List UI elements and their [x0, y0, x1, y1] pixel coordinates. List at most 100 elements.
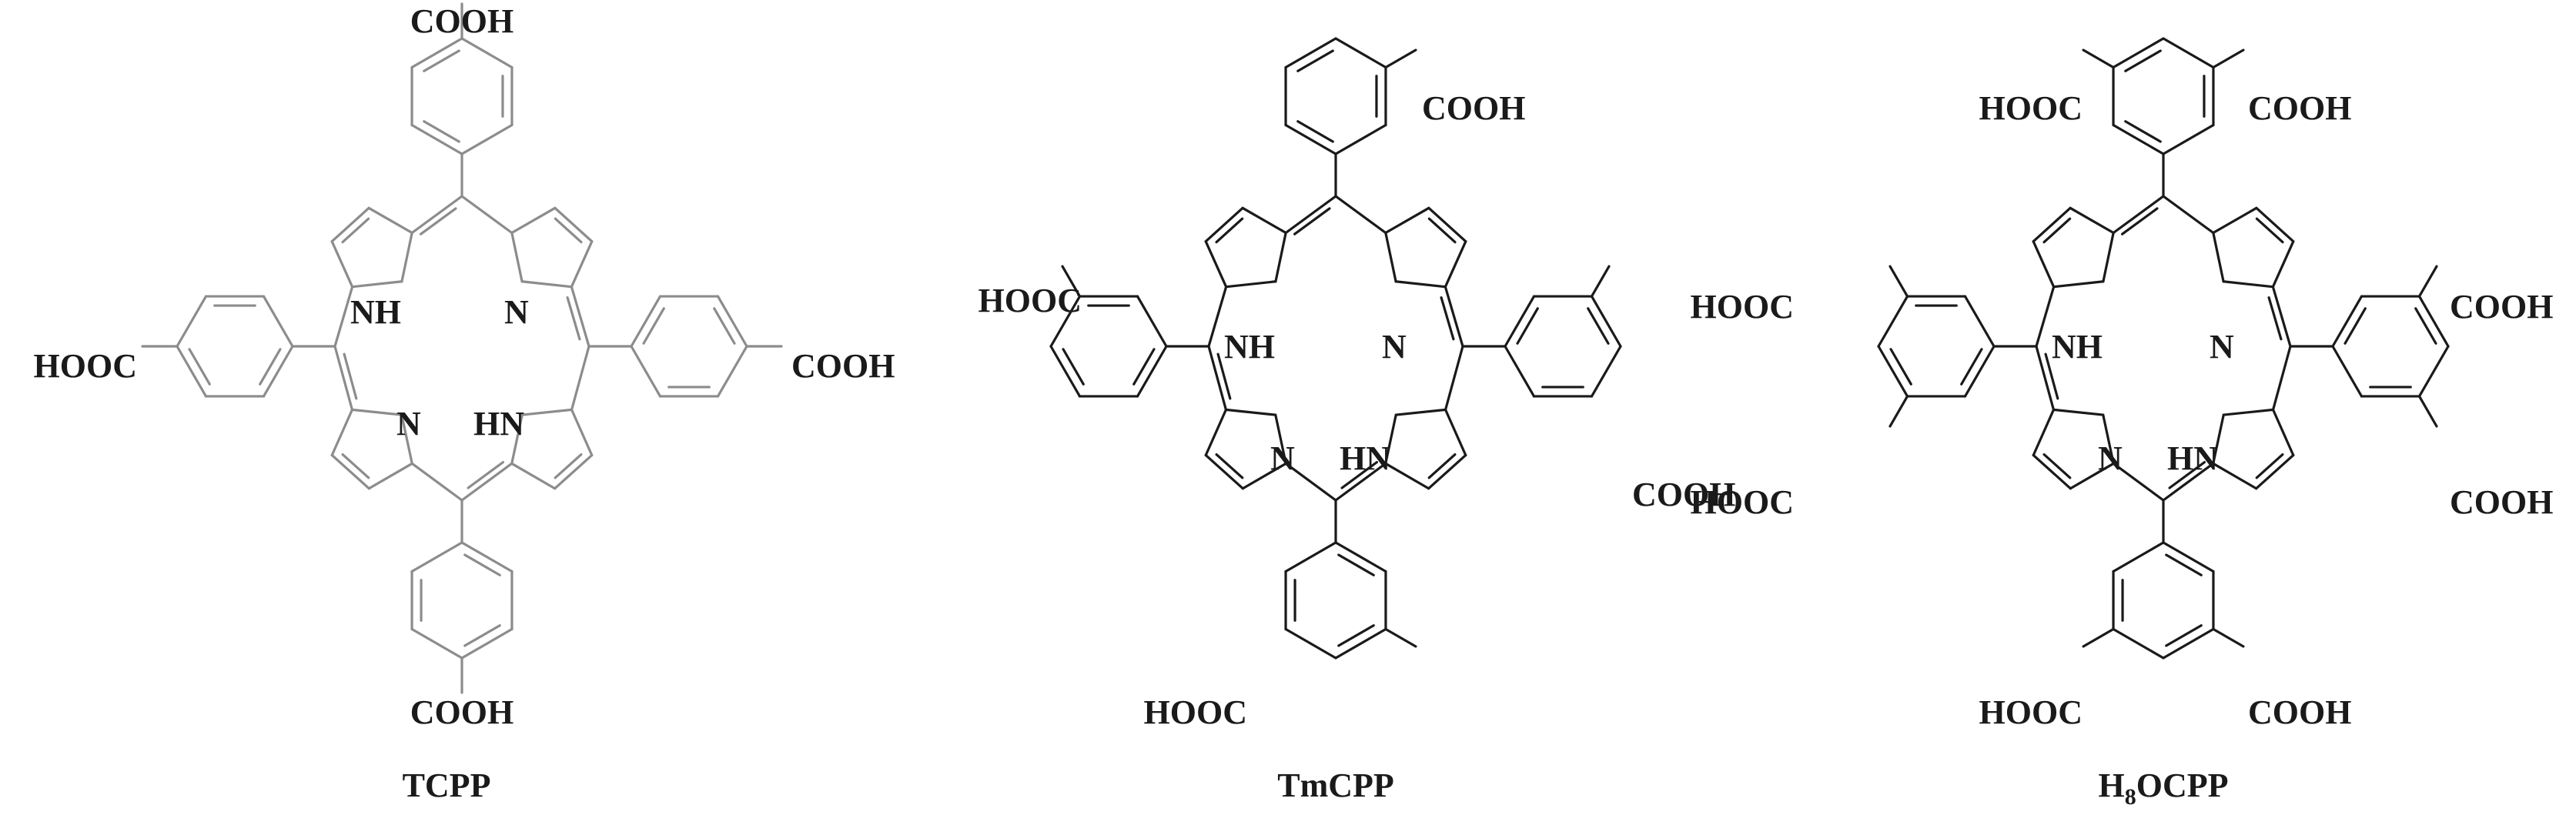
h8ocpp-hooc-top-left: HOOC [1979, 89, 2083, 127]
double-bond [642, 307, 665, 345]
ring-bond [410, 123, 463, 155]
pyrrole-bond [1394, 280, 1447, 289]
meso-bond [1284, 195, 1337, 235]
ring-bond [410, 37, 463, 69]
meso-bond [1334, 462, 1387, 502]
pyrrole-bond [1274, 413, 1287, 465]
pyrrole-bond [1241, 462, 1287, 490]
meso-bond [1444, 286, 1464, 348]
meso-bond [460, 195, 514, 235]
pyrrole-bond [1384, 206, 1430, 235]
pyrrole-bond [351, 280, 403, 289]
h8ocpp-hooc-left-lower: HOOC [1691, 483, 1794, 521]
ring-bond [1963, 345, 1996, 398]
double-bond [2255, 217, 2284, 244]
meso-bond [1334, 195, 1387, 235]
double-bond [2165, 553, 2203, 576]
tcpp-n-label-top-right: N [504, 293, 529, 331]
tmcpp-bond-skeleton [1049, 37, 1622, 660]
double-bond [341, 453, 370, 479]
pyrrole-bond [330, 408, 354, 457]
tmcpp-n-label-top-right: N [1382, 328, 1407, 366]
pyrrole-bond [330, 240, 354, 289]
ring-bond [2331, 345, 2364, 398]
carboxyl-bond [1061, 265, 1082, 298]
ring-bond [2417, 295, 2450, 348]
ring-bond [2112, 541, 2165, 573]
pyrrole-bond [1394, 408, 1447, 416]
tcpp-nh-label: NH [350, 293, 401, 331]
double-bond [566, 296, 581, 341]
ring-bond [1877, 295, 1909, 348]
meso-bond [2035, 286, 2056, 348]
ring-bond [1334, 627, 1387, 660]
tmcpp-cooh-top: COOH [1422, 89, 1525, 127]
ring-bond [1877, 345, 1909, 398]
ring-bond [1590, 295, 1622, 348]
h8ocpp-name-rest: OCPP [2136, 767, 2229, 804]
h8ocpp-cooh-right-lower: COOH [2450, 483, 2553, 521]
pyrrole-bond [2255, 206, 2295, 243]
pyrrole-bond [554, 206, 594, 243]
ring-bond [2417, 345, 2450, 398]
double-bond [1296, 49, 1334, 72]
ring-bond [460, 123, 514, 155]
ring-bond [2162, 37, 2215, 69]
carboxyl-bond [1384, 48, 1417, 69]
ring-bond [1334, 541, 1387, 573]
carboxyl-bond [2417, 395, 2438, 428]
pyrrole-bond [2032, 408, 2056, 457]
ring-bond [460, 627, 514, 660]
ring-bond [2162, 123, 2215, 155]
carboxyl-bond [2417, 265, 2438, 298]
ring-bond [2162, 541, 2215, 573]
molecule-tcpp: NH N N HN COOH HOOC COOH COOH TCPP [34, 2, 895, 804]
pyrrole-bond [510, 231, 524, 283]
pyrrole-bond [2222, 408, 2275, 416]
ring-bond [1049, 345, 1082, 398]
tcpp-bond-skeleton [141, 2, 783, 694]
pyrrole-bond [510, 462, 557, 490]
pyrrole-bond [570, 240, 594, 289]
pyrrole-bond [1204, 453, 1244, 490]
pyrrole-bond [1427, 453, 1467, 490]
pyrrole-bond [1384, 413, 1397, 465]
h8ocpp-cooh-right-upper: COOH [2450, 288, 2553, 326]
ring-bond [410, 627, 463, 660]
pyrrole-bond [2102, 413, 2115, 465]
tmcpp-hooc-bottom: HOOC [1144, 693, 1247, 731]
ring-bond [1284, 541, 1337, 573]
pyrrole-bond [330, 453, 370, 490]
h8ocpp-name-subscript: 8 [2125, 784, 2136, 810]
double-bond [1440, 296, 1455, 341]
double-bond [2120, 207, 2159, 235]
ring-bond [460, 37, 514, 69]
tcpp-cooh-top: COOH [410, 2, 514, 40]
meso-bond [2271, 345, 2292, 411]
double-bond [1215, 217, 1244, 244]
pyrrole-bond [520, 408, 574, 416]
ring-bond [2112, 627, 2165, 660]
meso-bond [410, 462, 463, 502]
double-bond [2255, 453, 2284, 479]
tmcpp-cooh-right: COOH [1632, 476, 1735, 513]
meso-bond [2112, 462, 2165, 502]
pyrrole-bond [330, 206, 370, 243]
pyrrole-bond [2212, 206, 2258, 235]
pyrrole-bond [510, 206, 557, 235]
pyrrole-bond [554, 453, 594, 490]
double-bond [1132, 348, 1156, 386]
double-bond [188, 348, 211, 386]
ring-bond [1284, 627, 1337, 660]
ring-bond [1590, 345, 1622, 398]
h8ocpp-nh-label: NH [2052, 328, 2103, 366]
ring-bond [1136, 295, 1168, 348]
double-bond [259, 348, 282, 386]
double-bond [1062, 348, 1085, 386]
carboxyl-bond [2082, 627, 2115, 648]
meso-bond [2271, 286, 2292, 348]
h8ocpp-name-h: H [2099, 767, 2125, 804]
h8ocpp-n-label-top-right: N [2210, 328, 2234, 366]
pyrrole-bond [1444, 240, 1467, 289]
meso-bond [2112, 195, 2165, 235]
